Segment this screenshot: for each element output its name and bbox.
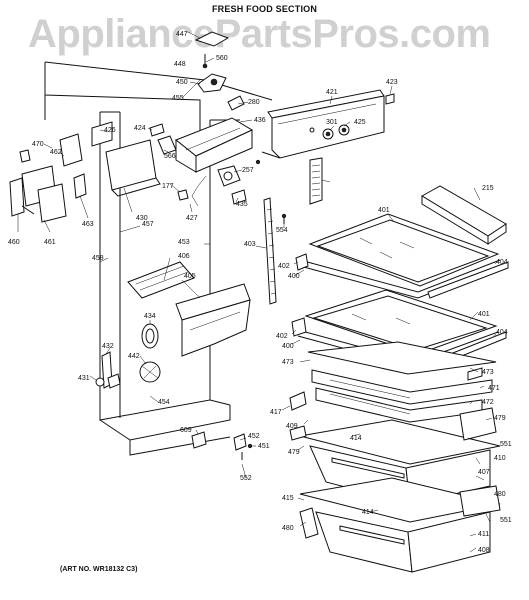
part-label: 463 (82, 221, 94, 228)
light-housing-assembly (194, 31, 230, 93)
cabinet-liner (44, 61, 273, 456)
part-label: 460 (8, 239, 20, 246)
left-brackets (9, 133, 161, 223)
part-label: 554 (276, 227, 288, 234)
thermostat-knob (385, 93, 395, 105)
part-label: 434 (144, 313, 156, 320)
part-label: 280 (248, 99, 260, 106)
diagram-title: FRESH FOOD SECTION (211, 4, 318, 14)
part-label: 431 (78, 375, 90, 382)
part-label: 408 (478, 547, 490, 554)
part-label: 401 (378, 207, 390, 214)
part-label: 403 (244, 241, 256, 248)
part-label: 436 (254, 117, 266, 124)
part-label: 406 (178, 253, 190, 260)
part-label: 426 (104, 127, 116, 134)
art-number-note: (ART NO. WR18132 C3) (60, 566, 138, 573)
part-label: 427 (186, 215, 198, 222)
part-label: 470 (32, 141, 44, 148)
part-label: 404 (496, 329, 508, 336)
bottom-small-parts (191, 431, 253, 460)
part-label: 414 (350, 435, 362, 442)
part-label: 430 (136, 215, 148, 222)
part-label: 471 (488, 385, 500, 392)
part-label: 457 (142, 221, 154, 228)
part-label: 432 (102, 343, 114, 350)
part-label: 473 (282, 359, 294, 366)
part-label: 177 (162, 183, 174, 190)
crisper-cover-assembly (289, 341, 497, 423)
part-label: 560 (216, 55, 228, 62)
part-label: 414 (362, 509, 374, 516)
leader-lines (17, 31, 497, 553)
part-label: 551 (500, 441, 512, 448)
part-label: 480 (494, 491, 506, 498)
part-label: 473 (482, 369, 494, 376)
part-label: 435 (236, 201, 248, 208)
part-label: 452 (248, 433, 260, 440)
part-label: 405 (184, 273, 196, 280)
part-label: 461 (44, 239, 56, 246)
part-label: 407 (478, 469, 490, 476)
part-label: 447 (176, 31, 188, 38)
part-label: 215 (482, 185, 494, 192)
part-label: 442 (128, 353, 140, 360)
part-label: 566 (164, 153, 176, 160)
part-label: 409 (286, 423, 298, 430)
part-label: 480 (282, 525, 294, 532)
part-label: 404 (496, 259, 508, 266)
lower-crisper-drawer (299, 477, 501, 573)
part-label: 417 (270, 409, 282, 416)
dairy-bin (421, 185, 507, 245)
part-label: 410 (494, 455, 506, 462)
air-duct-assembly (127, 261, 251, 357)
part-label: 448 (174, 61, 186, 68)
part-label: 552 (240, 475, 252, 482)
part-label: 551 (500, 517, 512, 524)
shelf-ladder (263, 197, 277, 305)
part-label: 458 (92, 255, 104, 262)
part-label: 451 (258, 443, 270, 450)
part-label: 462 (50, 149, 62, 156)
part-label: 472 (482, 399, 494, 406)
part-label: 421 (326, 89, 338, 96)
part-label: 402 (276, 333, 288, 340)
watermark-logo: AppliancePartsPros.com (28, 12, 491, 56)
control-panel (261, 89, 385, 159)
fan-and-harness (177, 159, 261, 207)
small-controls (91, 121, 177, 155)
part-label: 401 (478, 311, 490, 318)
part-label: 425 (354, 119, 366, 126)
part-label: 454 (158, 399, 170, 406)
part-label: 400 (282, 343, 294, 350)
part-label: 479 (494, 415, 506, 422)
part-callouts: 447 448 560 450 455 280 436 421 423 301 … (8, 31, 512, 554)
part-label: 301 (326, 119, 338, 126)
part-label: 453 (178, 239, 190, 246)
part-label: 257 (242, 167, 254, 174)
upper-glass-shelf (295, 213, 509, 299)
part-label: 402 (278, 263, 290, 270)
part-label: 450 (176, 79, 188, 86)
part-label: 455 (172, 95, 184, 102)
part-label: 400 (288, 273, 300, 280)
screw (281, 213, 287, 224)
part-label: 479 (288, 449, 300, 456)
part-label: 411 (478, 531, 489, 538)
part-label: 423 (386, 79, 398, 86)
part-label: 424 (134, 125, 146, 132)
vent-strip (309, 157, 323, 205)
part-label: 609 (180, 427, 192, 434)
control-housing (175, 95, 254, 173)
part-label: 415 (282, 495, 294, 502)
